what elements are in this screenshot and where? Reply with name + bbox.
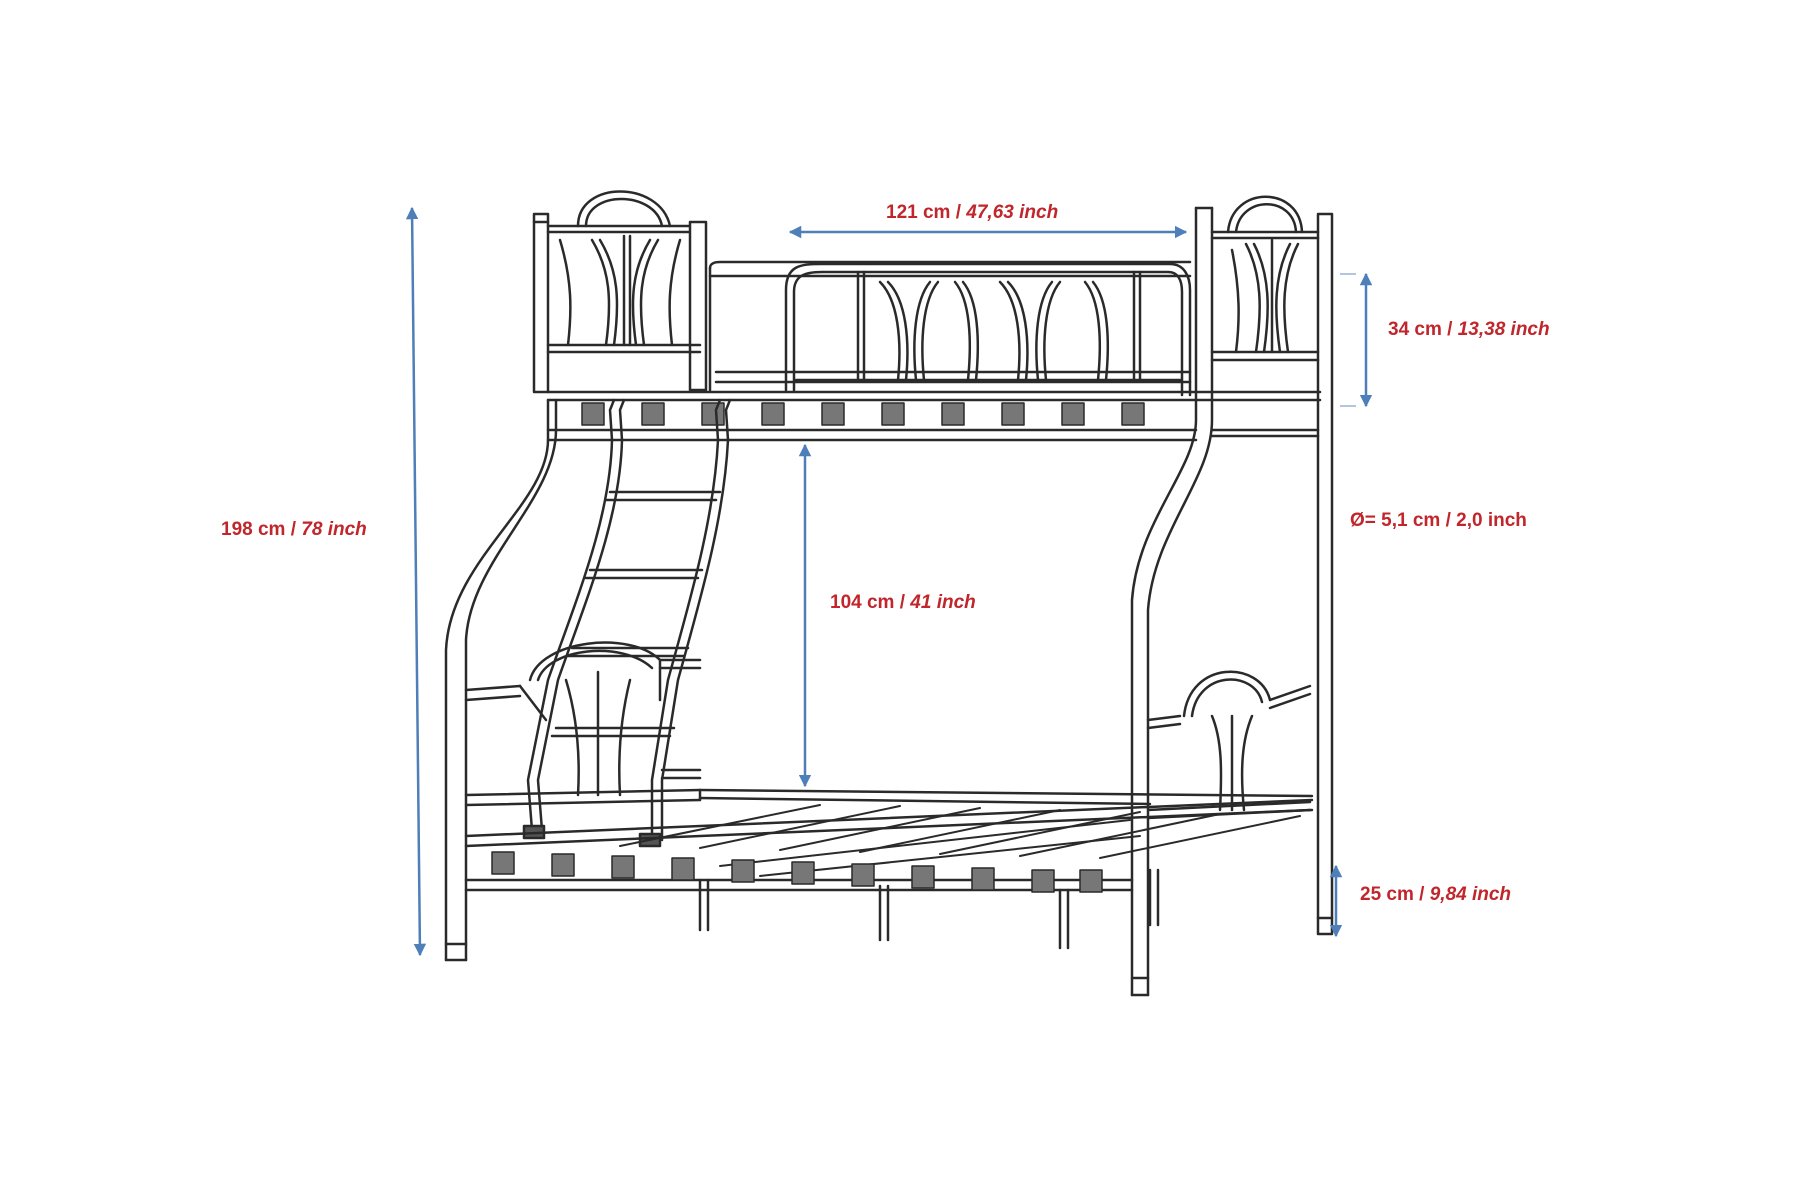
leg-height-label: 25 cm / 9,84 inch: [1360, 884, 1511, 906]
tube-diameter-metric: Ø= 5,1 cm: [1350, 510, 1441, 531]
rear-bed-legs: [698, 868, 1160, 950]
dimension-arrows: [405, 206, 1373, 957]
left-top-headboard: [546, 190, 708, 392]
leg-height-separator: /: [1413, 884, 1430, 905]
top-width-separator: /: [950, 202, 967, 223]
right-front-post: [1130, 206, 1214, 997]
total-height-metric: 198 cm: [221, 519, 286, 540]
upper-bed-frame: [546, 390, 1322, 442]
guard-height-metric: 34 cm: [1388, 319, 1442, 340]
bunk-clearance-imperial: 41 inch: [910, 592, 976, 613]
left-front-post: [444, 398, 558, 962]
left-lower-footboard: [464, 641, 702, 807]
left-rear-post: [532, 212, 550, 394]
guard-height-separator: /: [1441, 319, 1458, 340]
tube-diameter-separator: /: [1440, 510, 1457, 531]
upper-front-guard: [784, 262, 1192, 397]
guard-height-imperial: 13,38 inch: [1457, 319, 1550, 340]
bunk-clearance-label: 104 cm / 41 inch: [830, 592, 976, 614]
dimension-guides: [1340, 273, 1356, 407]
total-height-imperial: 78 inch: [301, 519, 367, 540]
leg-height-imperial: 9,84 inch: [1429, 884, 1512, 905]
top-width-metric: 121 cm: [886, 202, 951, 223]
upper-decor-blocks: [581, 402, 1145, 426]
bunk-clearance-separator: /: [894, 592, 911, 613]
total-height-arrow: [405, 206, 427, 957]
bunk-clearance-metric: 104 cm: [830, 592, 895, 613]
right-rear-post: [1316, 212, 1334, 936]
leg-height-metric: 25 cm: [1360, 884, 1414, 905]
top-width-label: 121 cm / 47,63 inch: [886, 202, 1058, 224]
lower-slats: [619, 804, 1301, 877]
total-height-separator: /: [285, 519, 302, 540]
tube-diameter-label: Ø= 5,1 cm / 2,0 inch: [1350, 510, 1527, 532]
tube-diameter-imperial: 2,0 inch: [1456, 510, 1527, 531]
right-lower-footboard: [1146, 670, 1312, 820]
ladder: [522, 398, 732, 848]
guard-height-label: 34 cm / 13,38 inch: [1388, 319, 1550, 341]
bunk-bed-frame: [444, 190, 1334, 997]
upper-rear-guard: [708, 260, 1192, 392]
right-top-headboard: [1210, 195, 1320, 362]
lower-decor-blocks: [491, 851, 1103, 893]
top-width-imperial: 47,63 inch: [966, 202, 1059, 223]
total-height-label: 198 cm / 78 inch: [221, 519, 367, 541]
